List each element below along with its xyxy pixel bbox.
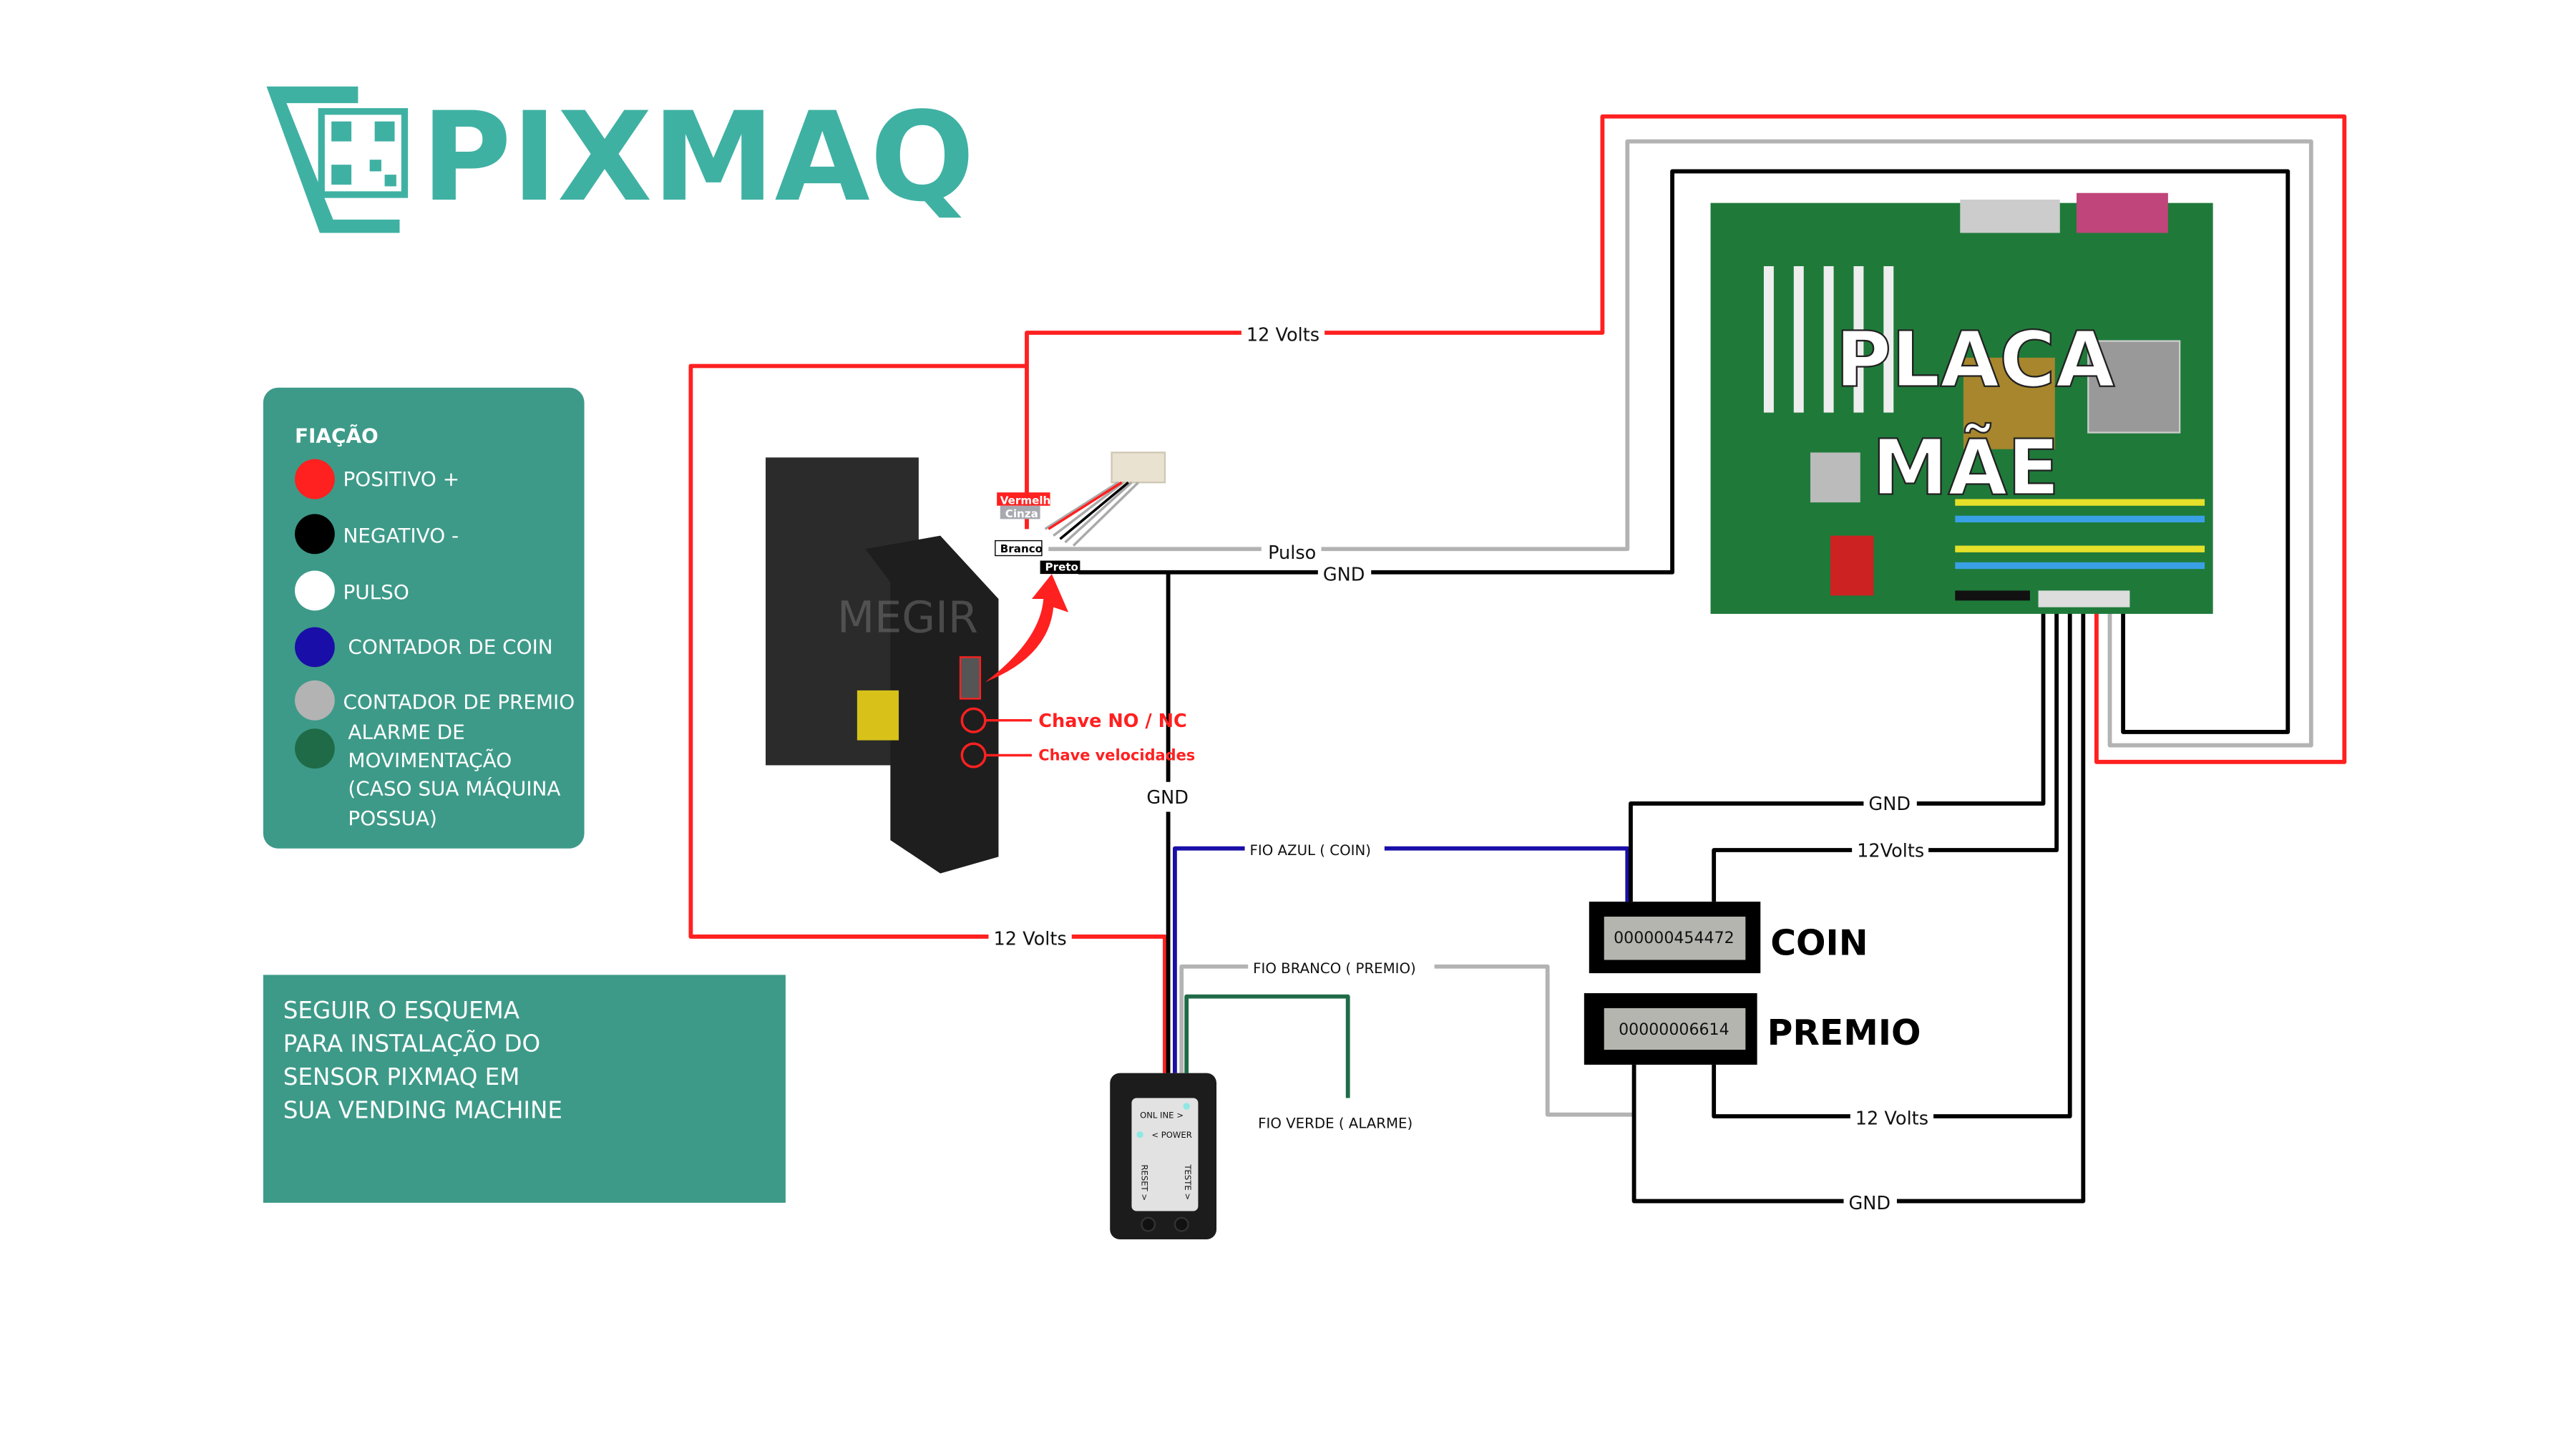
online-led-icon [1183,1103,1190,1110]
counter-label: COIN [1770,923,1868,964]
legend-label: NEGATIVO - [343,524,459,547]
instruction-line: SEGUIR O ESQUEMA [283,997,519,1024]
motherboard: PLACA MÃE [1710,192,2213,614]
label-chave-velocidades: Chave velocidades [1038,746,1195,763]
tag-vermelho: Vermelho [1000,494,1058,507]
wire-fio-verde [1184,994,1350,1098]
label-pulso: Pulso [1268,542,1316,564]
device-teste-label: TESTE > [1183,1163,1193,1200]
wire-12v-top [1025,114,2347,764]
wires [688,114,2347,1204]
counter-label: PREMIO [1767,1013,1921,1053]
wire-pulso [1048,139,2313,748]
label-12v-top: 12 Volts [1246,325,1319,346]
device-power-label: < POWER [1151,1130,1191,1140]
pixmaq-sensor-device: ONL INE > < POWER RESET > TESTE > [1110,1073,1217,1240]
tag-branco: Branco [1000,542,1043,555]
legend-label: CONTADOR DE COIN [348,635,552,659]
legend-swatch-white [295,570,335,611]
legend-swatch-black [295,514,335,555]
tag-cinza: Cinza [1005,507,1038,520]
tag-preto: Preto [1045,560,1078,573]
label-chave-no-nc: Chave NO / NC [1038,711,1187,732]
label-fio-branco: FIO BRANCO ( PREMIO) [1253,960,1416,977]
legend-label: POSSUA) [348,806,436,830]
label-12v-left: 12 Volts [993,929,1066,950]
wire-12v-left [688,364,1167,1073]
motherboard-label: PLACA [1835,316,2115,404]
power-led-icon [1136,1131,1143,1138]
brand-name: PIXMAQ [421,85,975,229]
label-counter-gnd-top: GND [1868,794,1911,815]
wire-gnd-top [1078,169,2290,734]
legend-label: MOVIMENTAÇÃO [348,748,512,772]
legend-swatch-red [295,459,335,499]
legend-title: FIAÇÃO [295,423,379,447]
legend-swatch-blue [295,627,335,668]
wire-fio-branco [1179,964,1634,1117]
label-counter-12v-top: 12Volts [1857,840,1924,862]
instruction-line: SUA VENDING MACHINE [283,1096,562,1123]
counter-value: 000000454472 [1614,930,1735,947]
legend-label: POSITIVO + [343,467,459,491]
pixmaq-logo: PIXMAQ [266,85,975,233]
legend-label: CONTADOR DE PREMIO [343,690,575,713]
instruction-line: PARA INSTALAÇÃO DO [283,1030,540,1057]
device-reset-label: RESET > [1139,1164,1149,1201]
label-counter-12v-bottom: 12 Volts [1855,1108,1928,1130]
qr-icon [318,108,409,198]
counter-coin: 000000454472 COIN [1589,902,1868,974]
counter-premio: 00000006614 PREMIO [1584,992,1921,1065]
motherboard-label: MÃE [1872,422,2059,512]
label-fio-verde: FIO VERDE ( ALARME) [1258,1115,1413,1131]
counter-value: 00000006614 [1619,1021,1729,1039]
label-fio-azul: FIO AZUL ( COIN) [1250,842,1371,859]
logo-icon [266,86,400,233]
label-gnd-vertical: GND [1146,787,1189,809]
instruction-line: SENSOR PIXMAQ EM [283,1063,520,1091]
arrow-icon [985,574,1069,683]
legend-label: (CASO SUA MÁQUINA [348,776,560,800]
coin-acceptor: MEGIR Chave NO / NC Chave velocidades Ve… [765,452,1195,874]
legend-panel: FIAÇÃO POSITIVO + NEGATIVO - PULSO CONTA… [263,387,585,849]
label-gnd: GND [1323,564,1365,585]
wire-fio-azul [1172,846,1630,1073]
reset-button[interactable] [1141,1216,1156,1232]
device-online-label: ONL INE > [1140,1110,1184,1120]
instructions-panel: SEGUIR O ESQUEMA PARA INSTALAÇÃO DO SENS… [263,975,786,1203]
legend-label: ALARME DE [348,720,464,743]
teste-button[interactable] [1174,1216,1189,1232]
label-counter-gnd-bottom: GND [1848,1193,1890,1214]
wire-labels: 12 Volts 12 Volts Pulso GND GND FIO AZUL… [988,321,1934,1214]
legend-swatch-green [295,728,335,769]
wire-counter-gnd-top [1629,607,2046,902]
connector-icon [1111,452,1166,484]
legend-label: PULSO [343,580,409,604]
watermark: MEGIR [837,592,978,643]
legend-swatch-gray [295,680,335,721]
